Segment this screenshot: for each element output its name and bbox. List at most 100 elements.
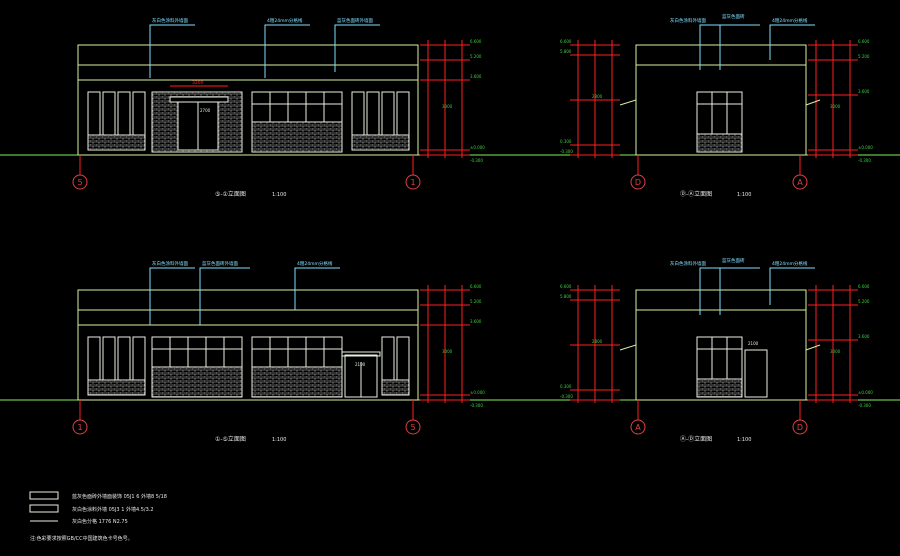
dimension-chain-left [570, 285, 620, 403]
callout-label: 4粗24mm分格线 [772, 260, 808, 267]
axis-label-left: D [635, 178, 641, 187]
elevation-mark: ±0.000 [858, 390, 873, 395]
callout-leader [769, 24, 815, 60]
door-label: 2100 [748, 341, 759, 346]
drawing-title: ⑤-①立面图 [215, 190, 246, 198]
drawing-title: Ⓓ-Ⓐ立面图 [680, 190, 712, 198]
elevation-mark: -0.300 [470, 403, 483, 408]
callout-leader [334, 24, 380, 72]
elevation-mark: ±0.000 [858, 145, 873, 150]
drawing-scale: 1:100 [272, 437, 286, 443]
window-group [696, 336, 743, 380]
elevation-mark: 6.600 [470, 284, 482, 289]
elevation-mark: -0.300 [858, 158, 871, 163]
callout-label: 蓝灰色面砖外墙面 [337, 17, 373, 24]
axis-circle-right [792, 419, 808, 435]
dimension-chain-right [420, 40, 470, 158]
drawing-scale: 1:100 [737, 192, 751, 198]
axis-circle-left [72, 174, 88, 190]
callout-label: 灰白色涂料外墙面 [670, 17, 706, 24]
elevation-mark: ±0.000 [470, 145, 485, 150]
elevation-mark: 6.600 [470, 39, 482, 44]
elevation-d-a [470, 24, 900, 190]
legend-text: 蓝灰色面砖外墙面装饰 05J1 6 外墙8 5/18 [72, 493, 167, 500]
note-text: 注:色彩要求按照GB/CC中国建筑色卡号色号。 [30, 535, 133, 542]
elevation-mark: 5.200 [858, 299, 870, 304]
elevation-mark: 6.600 [560, 39, 572, 44]
callout-leader [149, 267, 195, 325]
elevation-mark: 5.200 [470, 299, 482, 304]
elevation-5-1 [0, 24, 470, 190]
vertical-dim: 2800 [592, 339, 603, 344]
elevation-mark: 5.800 [560, 294, 572, 299]
callout-leader [294, 267, 340, 310]
elevation-mark: 5.200 [858, 54, 870, 59]
door-dim-label: 3200 [192, 80, 204, 86]
elevation-mark: 6.600 [858, 39, 870, 44]
elevation-mark: 5.200 [470, 54, 482, 59]
side-canopy [805, 344, 821, 351]
brick-base [696, 133, 743, 153]
callout-label: 4粗24mm分格线 [267, 17, 303, 24]
elevation-mark: 6.600 [560, 284, 572, 289]
side-canopy [619, 99, 637, 106]
drawing-scale: 1:100 [272, 192, 286, 198]
callout-leader [149, 24, 195, 78]
vertical-dim: 2800 [592, 94, 603, 99]
elevation-mark: -0.300 [858, 403, 871, 408]
axis-circle-right [405, 419, 421, 435]
axis-label-right: 5 [410, 423, 415, 432]
elevation-a-d [470, 267, 900, 435]
callout-label: 蓝灰色面砖外墙面 [202, 260, 238, 267]
callout-label: 灰白色涂料外墙面 [670, 260, 706, 267]
elevation-mark: 5.800 [560, 49, 572, 54]
elevation-mark: -0.300 [470, 158, 483, 163]
text-layer: 灰白色涂料外墙面 4粗24mm分格线 蓝灰色面砖外墙面 3200 2700 5 … [30, 13, 873, 542]
legend-text: 灰白色涂料外墙 05J3 1 外墙4.5/3.2 [72, 506, 154, 513]
drawing-scale: 1:100 [737, 437, 751, 443]
elevation-mark: -0.300 [560, 149, 573, 154]
dimension-chain-right [808, 285, 858, 403]
legend [29, 491, 59, 522]
vertical-dim: 3000 [830, 104, 841, 109]
drawing-title: Ⓐ-Ⓓ立面图 [680, 435, 712, 443]
callout-leader [199, 267, 250, 325]
elevation-mark: 3.600 [470, 319, 482, 324]
axis-label-right: D [797, 423, 803, 432]
callout-leader [719, 267, 760, 315]
vertical-dim: 3000 [442, 104, 453, 109]
elevation-mark: 6.600 [858, 284, 870, 289]
axis-label-left: 1 [77, 423, 82, 432]
side-canopy [619, 344, 637, 351]
building-outline [77, 44, 419, 156]
axis-label-right: A [797, 178, 803, 187]
callout-label: 4粗24mm分格线 [297, 260, 333, 267]
brick-base [87, 134, 146, 151]
axis-circle-right [405, 174, 421, 190]
right-brick-panel [251, 121, 343, 153]
legend-text: 灰白色分格 1776 N2.75 [72, 518, 128, 525]
elevation-mark: 0.300 [560, 384, 572, 389]
elevation-1-5 [0, 267, 470, 435]
callout-label: 蓝灰色面砖 [722, 257, 745, 264]
axis-label-left: A [635, 423, 641, 432]
elevation-mark: 0.300 [560, 139, 572, 144]
canopy [341, 351, 381, 357]
canopy [169, 96, 229, 103]
dimension-chain-left [570, 40, 620, 158]
callout-leader [719, 24, 760, 70]
callout-leader [769, 267, 815, 305]
right-brick-base [351, 134, 410, 151]
elevation-mark: ±0.000 [470, 390, 485, 395]
axis-circle-left [630, 174, 646, 190]
callout-label: 灰白色涂料外墙面 [152, 17, 188, 24]
dimension-chain-right [808, 40, 858, 158]
door-label: 2100 [355, 362, 366, 367]
side-canopy [805, 99, 821, 106]
axis-circle-right [792, 174, 808, 190]
vertical-dim: 3000 [830, 349, 841, 354]
vertical-dim: 3000 [442, 349, 453, 354]
legend-swatch-paint [29, 504, 59, 513]
